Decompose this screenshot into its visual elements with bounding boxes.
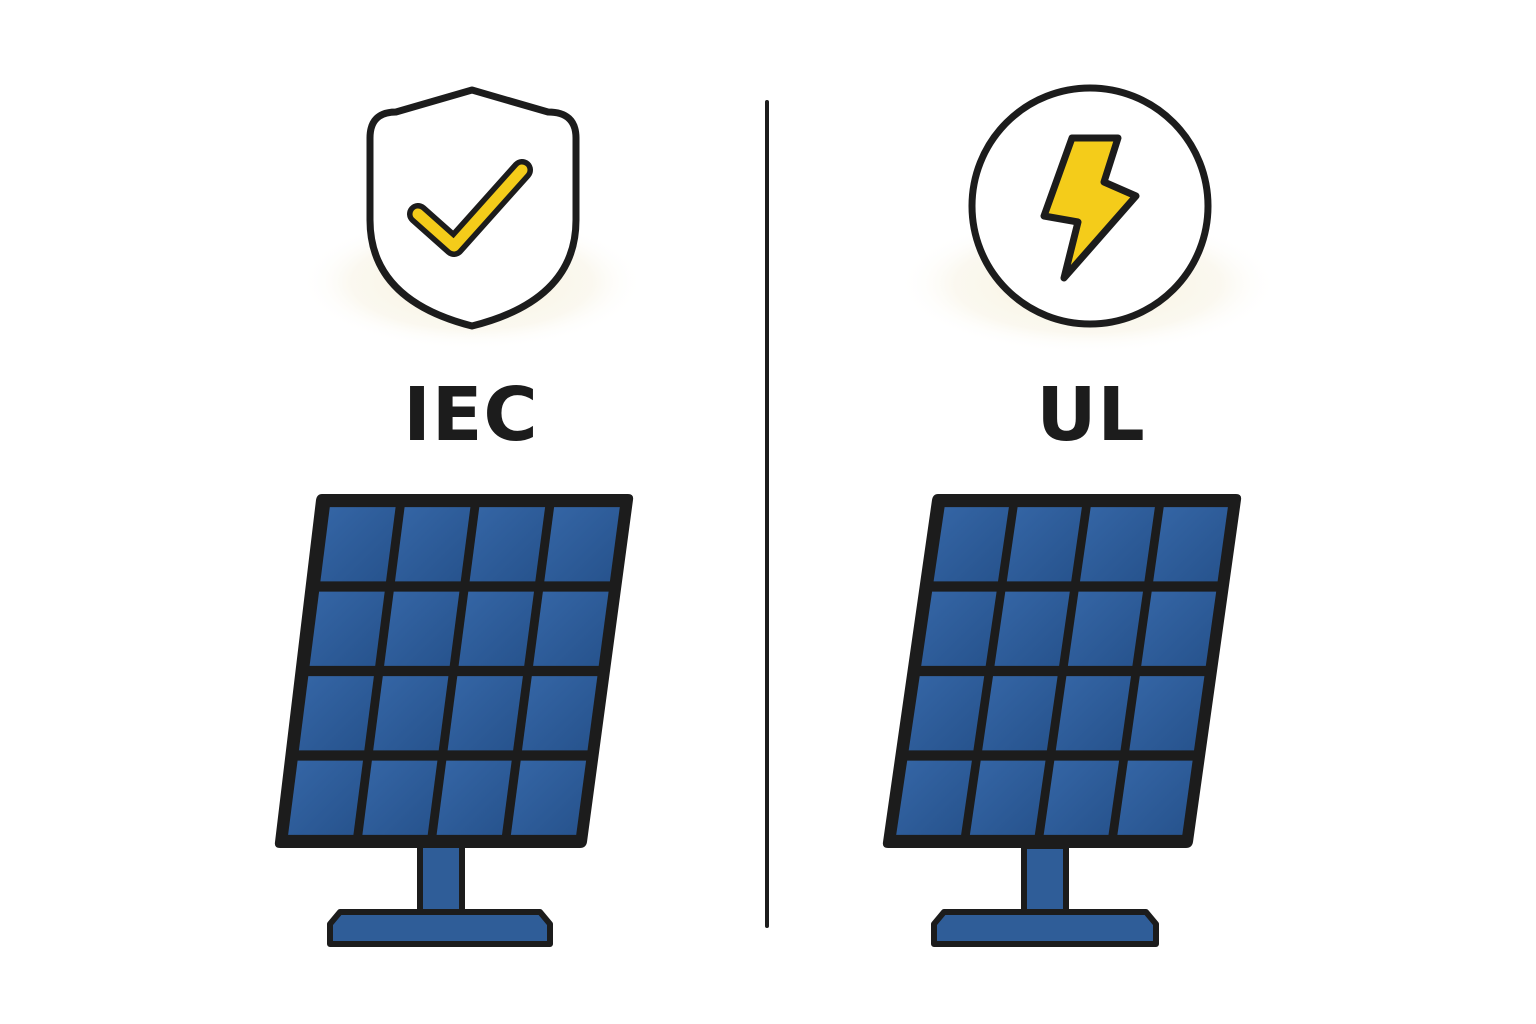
panel-cell [362, 760, 438, 835]
panel-cell [373, 676, 449, 751]
panel-cell [469, 507, 546, 582]
panel-cell [544, 507, 620, 582]
panel-frame [274, 494, 634, 848]
panel-cell [320, 507, 396, 582]
panel-base [931, 909, 1159, 947]
check-mark-fill [412, 164, 528, 252]
panel-base [327, 909, 553, 947]
panel-cell [994, 591, 1070, 666]
bolt-shape [1040, 134, 1140, 282]
panel-cells [288, 507, 620, 835]
panel-cell [1043, 760, 1120, 835]
panel-cell [1006, 507, 1082, 582]
solar-panel-right [882, 494, 1242, 947]
panel-frame [882, 494, 1242, 848]
solar-panel-left [274, 494, 634, 947]
panel-cells [896, 507, 1228, 835]
panel-cell [982, 676, 1058, 751]
panel-cell [969, 760, 1046, 835]
panel-cell [458, 591, 534, 666]
panel-cell [1153, 507, 1228, 582]
panel-cell [1129, 676, 1205, 751]
panel-cell [896, 760, 972, 835]
panel-cell [1055, 676, 1131, 751]
panel-post [1021, 843, 1069, 919]
panel-cell [288, 760, 363, 835]
ul-section [882, 84, 1278, 947]
shield-check-icon [366, 86, 580, 330]
panel-cell [447, 676, 523, 751]
panel-cell [436, 760, 512, 835]
panel-cell [533, 591, 609, 666]
panel-cell [933, 507, 1009, 582]
panel-cell [1080, 507, 1155, 582]
panel-cell [1067, 591, 1143, 666]
panel-cell [384, 591, 460, 666]
panel-cell [298, 676, 374, 751]
panel-cell [395, 507, 471, 582]
iec-section [274, 86, 644, 947]
panel-cell [921, 591, 997, 666]
panel-cell [1141, 591, 1217, 666]
panel-cell [522, 676, 598, 751]
ul-label: UL [1036, 372, 1146, 458]
shield-outline [366, 86, 580, 330]
panel-cell [908, 676, 985, 751]
panel-cell [510, 760, 587, 835]
panel-post [417, 837, 465, 919]
lightning-bolt-icon [968, 84, 1212, 328]
panel-cell [309, 591, 385, 666]
iec-label: IEC [403, 372, 539, 458]
panel-cell [1117, 760, 1193, 835]
